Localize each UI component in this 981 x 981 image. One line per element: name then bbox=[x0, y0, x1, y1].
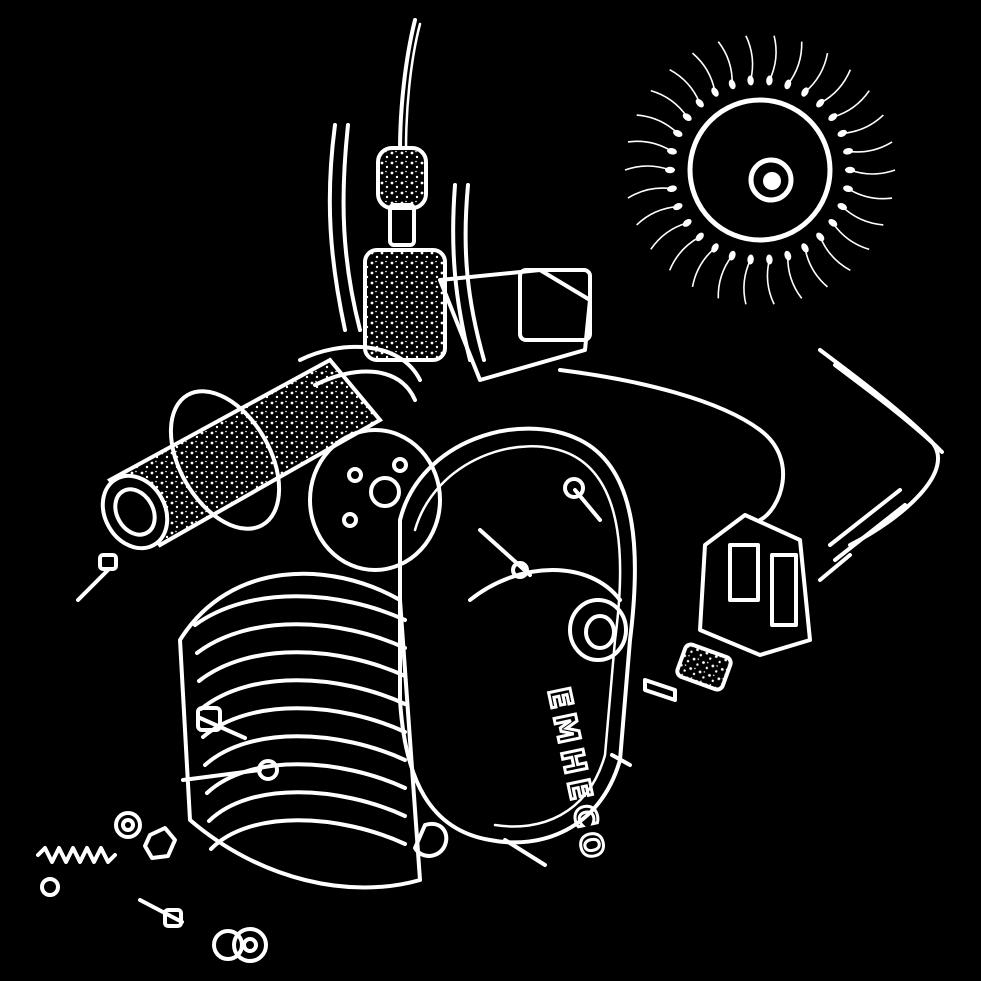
sperm-icon bbox=[624, 35, 896, 305]
sperm-tail bbox=[636, 114, 679, 134]
sperm-tail bbox=[847, 141, 893, 153]
sperm-tail bbox=[849, 169, 896, 175]
cylinder-fin bbox=[199, 678, 407, 711]
ignition-coil bbox=[558, 348, 944, 657]
sperm-tail bbox=[650, 222, 688, 250]
cylinder-fin bbox=[193, 594, 407, 627]
small-parts bbox=[36, 477, 733, 963]
sperm-tail bbox=[832, 222, 870, 251]
sperm-tail bbox=[627, 187, 673, 199]
sperm-head bbox=[816, 98, 825, 108]
sun-ovum-icon bbox=[687, 97, 833, 243]
carburetor bbox=[363, 248, 592, 382]
sperm-tail bbox=[819, 69, 852, 104]
sperm-tail bbox=[669, 68, 701, 104]
sperm-tail bbox=[745, 35, 754, 81]
engine-cover: EMHECO bbox=[398, 426, 637, 869]
sperm-tail bbox=[636, 205, 678, 226]
intake-tube bbox=[100, 344, 422, 551]
sperm-tail bbox=[841, 206, 884, 226]
sperm-tail bbox=[804, 247, 829, 288]
sperm-tail bbox=[787, 255, 803, 299]
sperm-tail bbox=[691, 247, 716, 288]
sperm-tail bbox=[627, 140, 673, 152]
cylinder-fin bbox=[205, 762, 407, 795]
sperm-tail bbox=[624, 165, 671, 171]
sperm-tail bbox=[832, 90, 870, 118]
sperm-tail bbox=[650, 89, 688, 118]
sperm-tail bbox=[804, 52, 829, 93]
sperm-tail bbox=[691, 52, 716, 93]
cylinder bbox=[178, 571, 422, 890]
cylinder-fin bbox=[197, 650, 407, 683]
sperm-tail bbox=[842, 114, 884, 135]
sperm-tail bbox=[668, 236, 701, 271]
sperm-tail bbox=[717, 255, 733, 299]
sperm-tail bbox=[766, 259, 775, 305]
engine-cover-lettering: EMHECO bbox=[540, 684, 612, 867]
cylinder-fin bbox=[207, 790, 407, 823]
flywheel bbox=[308, 428, 442, 572]
spark-plug-icon bbox=[196, 706, 247, 740]
cylinder-fin bbox=[201, 706, 407, 739]
sperm-tail bbox=[787, 41, 803, 85]
cylinder-fin bbox=[203, 734, 407, 767]
cylinder-fin bbox=[209, 818, 407, 851]
sperm-head bbox=[828, 113, 838, 122]
fuel-line bbox=[376, 18, 428, 247]
spring-icon bbox=[36, 846, 117, 864]
sperm-head bbox=[747, 254, 754, 265]
sperm-tail bbox=[847, 188, 893, 200]
sperm-tail bbox=[717, 41, 733, 85]
sperm-tail bbox=[768, 35, 777, 81]
cylinder-fin bbox=[195, 622, 407, 655]
sperm-tail bbox=[743, 259, 752, 305]
sperm-tail bbox=[819, 236, 851, 272]
